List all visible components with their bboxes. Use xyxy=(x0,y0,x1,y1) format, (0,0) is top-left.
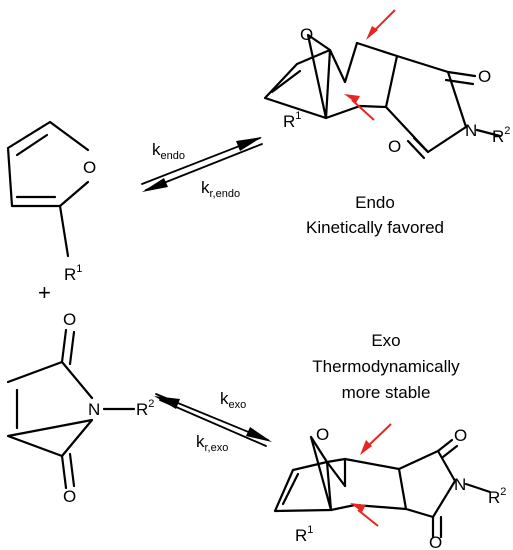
exo-caption-line3: more stable xyxy=(342,383,431,402)
k-exo-label: kexo xyxy=(220,389,246,411)
exo-equilibrium-arrows: kexo kr,exo xyxy=(154,389,272,454)
endo-forward-arrowhead xyxy=(236,137,262,151)
endo-bicyclic-frame xyxy=(263,33,359,120)
exo-highlight-arrow-lower xyxy=(357,509,379,527)
exo-forward-arrowhead xyxy=(246,427,272,442)
endo-lower-carbonyl xyxy=(412,136,430,154)
exo-product-molecule: O O O N R1 R2 xyxy=(273,423,506,550)
exo-r1-label: R1 xyxy=(295,524,313,545)
furan-double-bond-1 xyxy=(15,133,49,157)
maleimide-lower-carbonyl-b xyxy=(68,452,76,488)
maleimide-molecule: O O N R2 xyxy=(6,310,154,506)
k-r-endo-label: kr,endo xyxy=(201,178,240,200)
endo-highlight-arrowhead-lower xyxy=(344,94,360,103)
endo-r1-label: R1 xyxy=(283,110,301,131)
maleimide-lower-carbonyl-a xyxy=(60,454,68,490)
endo-upper-carbonyl-2 xyxy=(444,78,475,86)
furan-molecule: O R1 xyxy=(6,120,96,284)
endo-upper-oxygen-label: O xyxy=(478,67,491,86)
exo-caption-line1: Exo xyxy=(371,331,400,350)
endo-upper-carbonyl xyxy=(446,70,477,78)
endo-lower-carbonyl-2 xyxy=(406,139,426,160)
endo-product-molecule: O O O N R1 R2 xyxy=(263,9,510,160)
exo-lower-oxygen-label: O xyxy=(429,533,442,550)
endo-caption-line1: Endo xyxy=(355,193,395,212)
exo-r2-label: R2 xyxy=(488,486,506,507)
endo-highlight-arrow-lower xyxy=(351,99,375,121)
maleimide-upper-carbonyl-b xyxy=(68,330,76,366)
endo-nitrogen-label: N xyxy=(465,121,477,140)
endo-alkene-double-bond xyxy=(270,69,302,94)
plus-sign: + xyxy=(38,280,51,305)
maleimide-r2-label: R2 xyxy=(136,398,154,419)
endo-bridge-oxygen-label: O xyxy=(300,25,313,44)
exo-upper-carbonyl xyxy=(436,438,454,453)
exo-alkene-double-bond xyxy=(281,472,300,506)
endo-caption-line2: Kinetically favored xyxy=(306,218,444,237)
exo-fused-frame xyxy=(325,449,457,519)
exo-caption-line2: Thermodynamically xyxy=(312,357,460,376)
exo-highlight-arrowhead-lower xyxy=(350,503,366,512)
maleimide-upper-oxygen-label: O xyxy=(63,310,76,329)
endo-n-r2-bond xyxy=(475,128,502,138)
maleimide-lower-oxygen-label: O xyxy=(63,487,76,506)
endo-fused-frame xyxy=(324,41,468,154)
endo-equilibrium-arrows: kendo kr,endo xyxy=(141,137,263,200)
exo-reverse-arrow xyxy=(159,399,267,447)
exo-highlight-arrowhead-upper xyxy=(360,440,372,455)
furan-r1-label: R1 xyxy=(64,263,82,284)
endo-reverse-arrowhead xyxy=(142,178,168,192)
endo-r2-label: R2 xyxy=(492,125,510,146)
furan-ring xyxy=(6,120,90,208)
endo-highlight-arrowhead-upper xyxy=(366,26,378,40)
endo-lower-oxygen-label: O xyxy=(388,137,401,156)
exo-highlight-arrow-upper xyxy=(365,423,392,449)
maleimide-nitrogen-label: N xyxy=(88,400,100,419)
exo-upper-carbonyl-2 xyxy=(441,444,459,459)
maleimide-ring xyxy=(6,360,94,458)
exo-reverse-arrowhead xyxy=(154,396,180,409)
furan-substituent-bond xyxy=(58,204,70,258)
exo-bridge-oxygen-label: O xyxy=(316,425,329,444)
exo-n-r2-bond xyxy=(464,482,492,494)
furan-oxygen-label: O xyxy=(83,158,96,177)
k-r-exo-label: kr,exo xyxy=(196,432,228,454)
k-endo-label: kendo xyxy=(152,140,185,162)
exo-nitrogen-label: N xyxy=(454,475,466,494)
exo-upper-oxygen-label: O xyxy=(454,426,467,445)
maleimide-upper-carbonyl-a xyxy=(60,328,68,364)
